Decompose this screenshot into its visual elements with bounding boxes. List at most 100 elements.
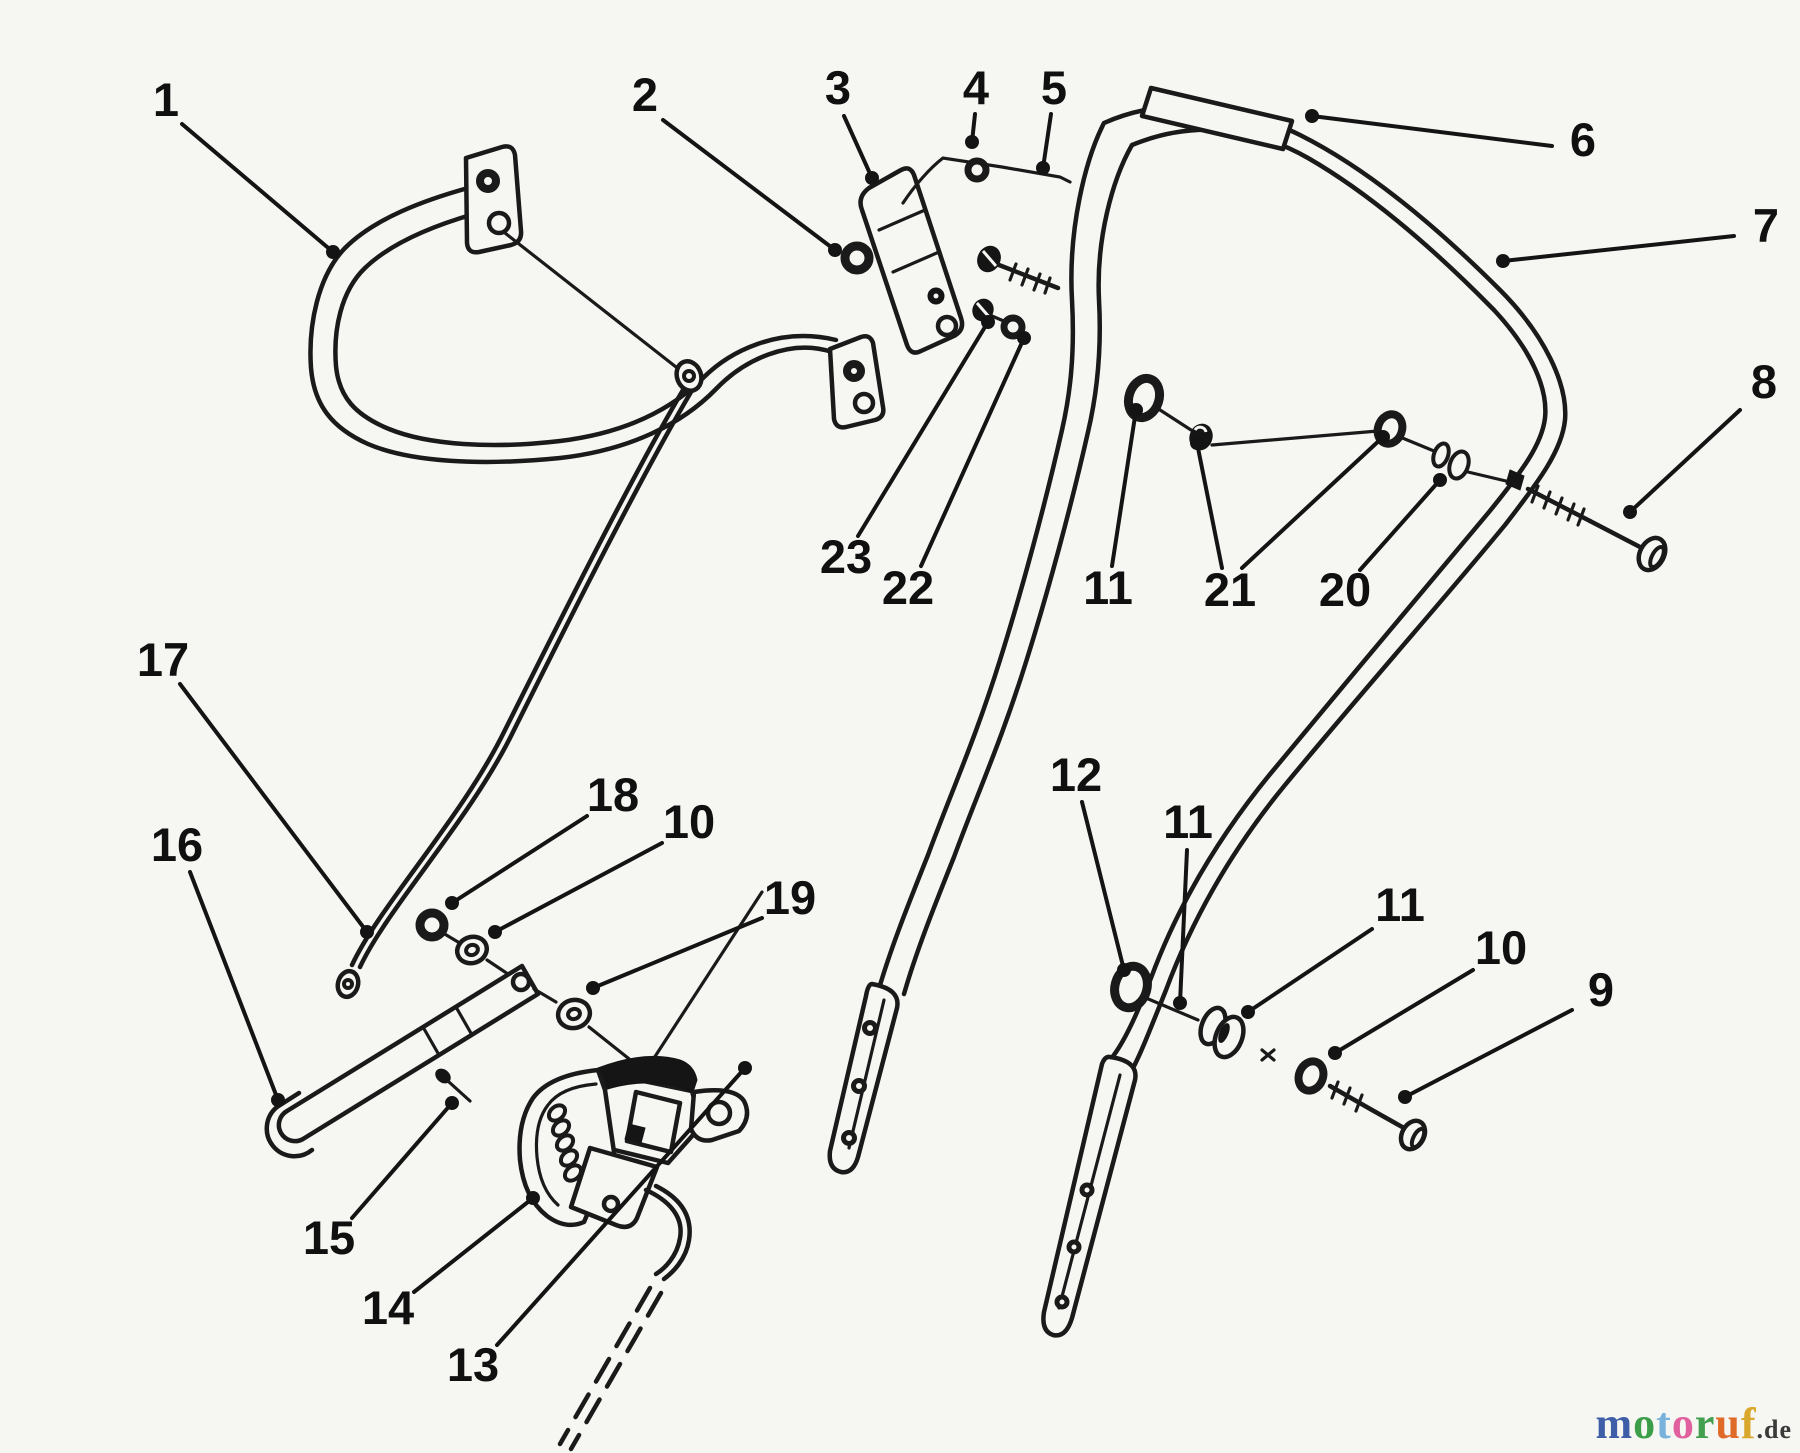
callout-label-11: 11 <box>1083 561 1133 614</box>
loop-inner <box>901 127 1548 1063</box>
upper-handle-part1 <box>308 144 886 465</box>
bolt23-threads <box>1008 262 1052 295</box>
leader-dot-4 <box>965 135 979 149</box>
nut-part18 <box>415 908 449 942</box>
callout-7: 7 <box>1496 199 1779 268</box>
callout-11: 11 <box>1163 795 1213 1010</box>
callout-19: 19 <box>586 871 816 995</box>
leader-line-12 <box>1080 800 1126 972</box>
axis-16-19-13 <box>532 987 635 1064</box>
bracket13-top-flange <box>597 1055 698 1093</box>
lower-right-fastener-axis <box>1110 961 1428 1152</box>
leader-line-8 <box>1628 408 1742 514</box>
leader-line-19 <box>591 916 764 990</box>
motoruf-watermark: motoruf.de <box>1596 1398 1792 1449</box>
left-blade-hole-1 <box>862 1020 878 1036</box>
leader-dot-16 <box>271 1093 285 1107</box>
watermark-letter: m <box>1595 1399 1634 1448</box>
leader-dot-22 <box>1017 331 1031 345</box>
bushing-part11-body <box>1212 1014 1246 1060</box>
callout-10: 10 <box>488 795 715 939</box>
upper-handle-right-plate <box>827 334 886 430</box>
leader-dot-14 <box>526 1191 540 1205</box>
callout-20: 20 <box>1319 473 1447 616</box>
bracket3-hole-open <box>935 314 959 338</box>
watermark-letter: o <box>1633 1399 1657 1448</box>
leader-dot-10 <box>1328 1046 1342 1060</box>
leader-line-7 <box>1501 234 1736 263</box>
leader-line-3 <box>842 114 874 180</box>
callout-label-20: 20 <box>1319 563 1371 616</box>
bracket13-lower-tab <box>568 1145 660 1230</box>
leader-dot-17 <box>360 925 374 939</box>
leader-line-20 <box>1358 478 1442 572</box>
grip-patch-part6 <box>1139 85 1295 152</box>
housing14-inner-line <box>534 1082 598 1207</box>
callout-8: 8 <box>1623 355 1777 519</box>
washer-part12 <box>1110 961 1152 1013</box>
axis-x-connector <box>1260 1048 1276 1062</box>
leader-dot-21 <box>1376 430 1390 444</box>
callout-6: 6 <box>1305 109 1596 166</box>
callout-13: 13 <box>447 1061 752 1391</box>
leader-dot-11 <box>1241 1005 1255 1019</box>
right-blade-hole-1 <box>1079 1182 1095 1198</box>
cable-solid-a <box>643 1187 683 1277</box>
callout-23: 23 <box>820 315 995 583</box>
washer10-left-hole <box>464 942 480 958</box>
leader-line-21 <box>1195 441 1224 570</box>
leader-line-22 <box>919 336 1026 568</box>
watermark-letter: o <box>1671 1399 1695 1448</box>
bolt9-head-face <box>1409 1126 1427 1150</box>
callout-label-23: 23 <box>820 530 872 583</box>
washer19-hole <box>566 1006 582 1022</box>
left-blade-inner-line <box>847 998 886 1150</box>
screw-part15-shaft <box>447 1080 472 1103</box>
callout-label-21: 21 <box>1204 563 1256 616</box>
lower-handle-part7 <box>827 85 1568 1338</box>
leader-line-14 <box>412 1196 535 1294</box>
leader-dot-15 <box>445 1096 459 1110</box>
bolt9-threads <box>1330 1080 1364 1113</box>
callout-label-15: 15 <box>303 1211 355 1264</box>
leader-line-11 <box>1178 848 1189 1005</box>
callout-15: 15 <box>303 1096 459 1264</box>
callout-14: 14 <box>362 1191 540 1334</box>
callout-label-11: 11 <box>1163 795 1213 848</box>
leader-line-10 <box>493 841 664 934</box>
washer-part11-lower <box>1294 1057 1328 1095</box>
leader-line-5 <box>1041 112 1053 170</box>
callout-21: 21 <box>1190 430 1390 616</box>
right-plate-hole-top <box>843 360 865 382</box>
watermark-wordmark: motoruf <box>1596 1399 1757 1448</box>
lever-arm-step-ticks <box>421 1005 474 1057</box>
callout-18: 18 <box>445 768 639 910</box>
spacer-part20-body <box>1447 449 1471 481</box>
axis-line-b <box>1210 429 1380 447</box>
bolt8-head-face <box>1648 545 1666 569</box>
callout-4: 4 <box>963 61 989 149</box>
lever-arm-cap-outline <box>264 1090 315 1159</box>
tube-washer-tick <box>1505 469 1525 491</box>
leader-line-10 <box>1333 968 1475 1055</box>
leader-dot-13 <box>738 1061 752 1075</box>
leader-dot-1 <box>326 245 340 259</box>
bolt23-head-slot <box>981 250 998 267</box>
bracket13-latch <box>624 1123 646 1144</box>
right-blade-hole-3 <box>1054 1294 1070 1310</box>
callout-label-4: 4 <box>963 61 989 114</box>
leader-dot-21 <box>1190 436 1204 450</box>
lever-arm-group <box>264 908 635 1159</box>
axis-line-a <box>1155 406 1193 432</box>
bracket-part3 <box>858 166 965 355</box>
bushing-part11-slot <box>1218 1023 1230 1043</box>
leader-line-1 <box>180 122 335 254</box>
left-blade-hole-3 <box>841 1130 857 1146</box>
callout-16: 16 <box>151 818 285 1107</box>
watermark-letter: u <box>1715 1399 1741 1448</box>
leader-dot-11 <box>1173 996 1187 1010</box>
watermark-letter: r <box>1694 1399 1716 1448</box>
cable-dashed-a <box>557 1285 653 1447</box>
callout-label-16: 16 <box>151 818 203 871</box>
watermark-letter: f <box>1740 1399 1757 1448</box>
